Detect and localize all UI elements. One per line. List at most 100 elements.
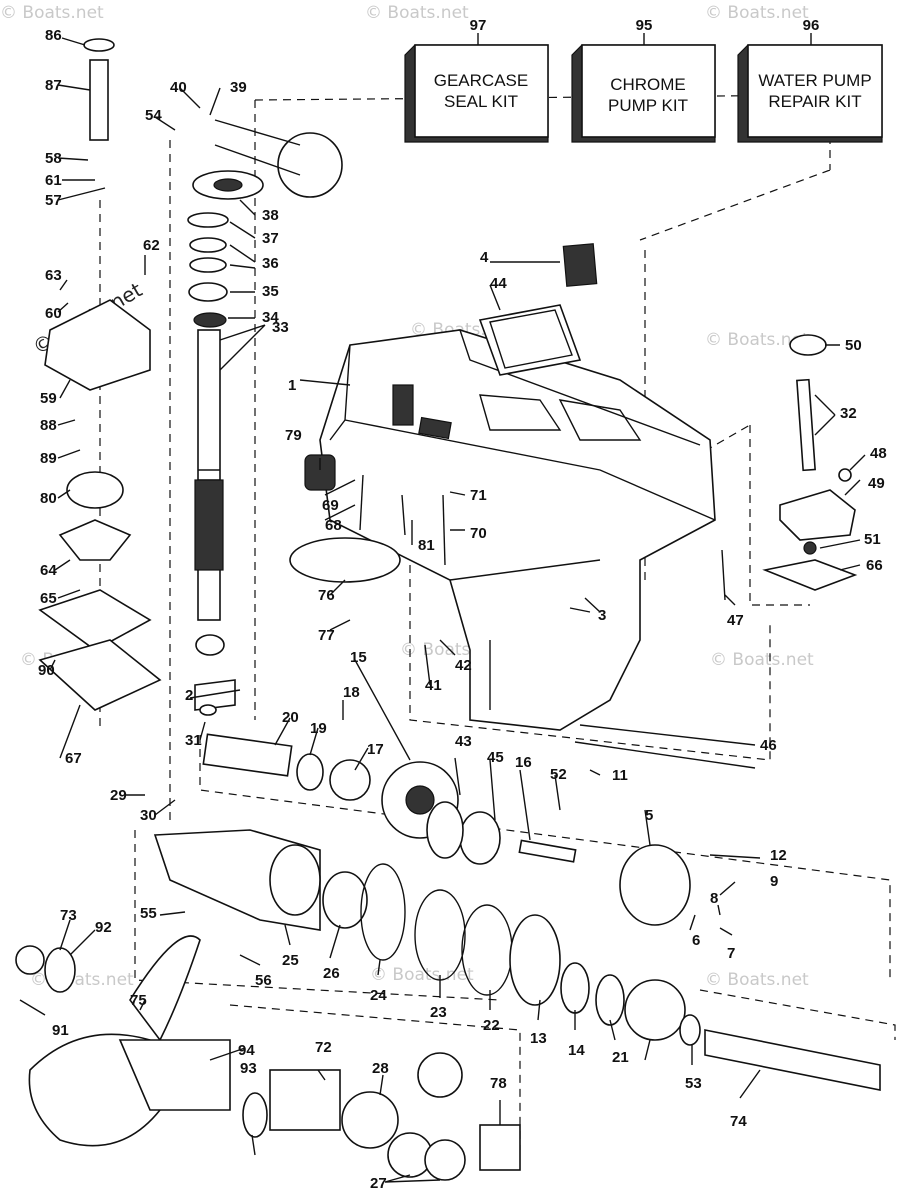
part-label-58: 58	[45, 150, 62, 167]
part-label-92: 92	[95, 919, 112, 936]
watermark-text: © Boats.net	[710, 650, 814, 670]
part-label-66: 66	[866, 557, 883, 574]
part-label-45: 45	[487, 749, 504, 766]
watermark-text: © Boats.net	[705, 970, 809, 990]
part-label-9: 9	[770, 873, 778, 890]
part-label-16: 16	[515, 754, 532, 771]
part-label-18: 18	[343, 684, 360, 701]
part-label-6: 6	[692, 932, 700, 949]
part-label-38: 38	[262, 207, 279, 224]
part-label-7: 7	[727, 945, 735, 962]
part-label-65: 65	[40, 590, 57, 607]
part-label-51: 51	[864, 531, 881, 548]
kit-number: 97	[470, 17, 487, 34]
watermark-text: © Boats.net	[705, 3, 809, 23]
part-label-91: 91	[52, 1022, 69, 1039]
part-label-74: 74	[730, 1113, 747, 1130]
part-label-42: 42	[455, 657, 472, 674]
kit-line2: PUMP KIT	[608, 96, 688, 115]
part-label-21: 21	[612, 1049, 629, 1066]
part-label-68: 68	[325, 517, 342, 534]
part-label-22: 22	[483, 1017, 500, 1034]
part-label-32: 32	[840, 405, 857, 422]
kit-box-waterpump[interactable]: 96 WATER PUMP REPAIR KIT	[737, 17, 883, 143]
part-label-86: 86	[45, 27, 62, 44]
part-label-79: 79	[285, 427, 302, 444]
part-label-43: 43	[455, 733, 472, 750]
part-label-19: 19	[310, 720, 327, 737]
part-label-13: 13	[530, 1030, 547, 1047]
part-label-5: 5	[645, 807, 653, 824]
part-label-57: 57	[45, 192, 62, 209]
part-label-31: 31	[185, 732, 202, 749]
part-label-62: 62	[143, 237, 160, 254]
part-label-24: 24	[370, 987, 387, 1004]
kit-number: 96	[803, 17, 820, 34]
parts-artwork	[15, 38, 881, 1181]
part-label-71: 71	[470, 487, 487, 504]
kit-line1: CHROME	[610, 75, 686, 94]
kit-box-chrome[interactable]: 95 CHROME PUMP KIT	[571, 17, 716, 143]
part-label-61: 61	[45, 172, 62, 189]
watermark-text: © Boats.net	[370, 965, 474, 985]
part-label-76: 76	[318, 587, 335, 604]
part-label-35: 35	[262, 283, 279, 300]
part-label-80: 80	[40, 490, 57, 507]
part-label-46: 46	[760, 737, 777, 754]
kit-line1: WATER PUMP	[758, 71, 871, 90]
watermark-text: © Boats.net	[705, 330, 809, 350]
part-label-40: 40	[170, 79, 187, 96]
part-label-73: 73	[60, 907, 77, 924]
part-label-94: 94	[238, 1042, 255, 1059]
part-label-69: 69	[322, 497, 339, 514]
part-label-17: 17	[367, 741, 384, 758]
part-label-59: 59	[40, 390, 57, 407]
part-label-87: 87	[45, 77, 62, 94]
part-label-55: 55	[140, 905, 157, 922]
part-label-78: 78	[490, 1075, 507, 1092]
part-label-52: 52	[550, 766, 567, 783]
part-label-11: 11	[612, 767, 628, 784]
part-label-34: 34	[262, 309, 279, 326]
part-label-89: 89	[40, 450, 57, 467]
part-label-20: 20	[282, 709, 299, 726]
part-label-90: 90	[38, 662, 55, 679]
part-label-70: 70	[470, 525, 487, 542]
part-label-63: 63	[45, 267, 62, 284]
part-label-39: 39	[230, 79, 247, 96]
part-label-8: 8	[710, 890, 718, 907]
kit-number: 95	[636, 17, 653, 34]
part-label-72: 72	[315, 1039, 332, 1056]
watermark-text: © Boats.net	[0, 3, 104, 23]
part-label-36: 36	[262, 255, 279, 272]
part-label-29: 29	[110, 787, 127, 804]
part-label-28: 28	[372, 1060, 389, 1077]
part-label-64: 64	[40, 562, 57, 579]
part-label-3: 3	[598, 607, 606, 624]
part-label-54: 54	[145, 107, 162, 124]
part-label-53: 53	[685, 1075, 702, 1092]
part-label-30: 30	[140, 807, 157, 824]
part-label-75: 75	[130, 992, 147, 1009]
part-label-2: 2	[185, 687, 193, 704]
part-label-67: 67	[65, 750, 82, 767]
kit-boxes: 97 GEARCASE SEAL KIT 95 CHROME PUMP KIT …	[404, 17, 883, 143]
part-label-47: 47	[727, 612, 744, 629]
kit-line1: GEARCASE	[434, 71, 528, 90]
kit-box-gearcase[interactable]: 97 GEARCASE SEAL KIT	[404, 17, 549, 143]
part-label-77: 77	[318, 627, 335, 644]
part-label-50: 50	[845, 337, 862, 354]
part-label-25: 25	[282, 952, 299, 969]
kit-line2: SEAL KIT	[444, 92, 518, 111]
part-label-12: 12	[770, 847, 787, 864]
part-label-23: 23	[430, 1004, 447, 1021]
part-label-93: 93	[240, 1060, 257, 1077]
part-label-48: 48	[870, 445, 887, 462]
gearcase-housing	[319, 329, 716, 731]
part-label-27: 27	[370, 1175, 387, 1192]
part-label-4: 4	[480, 249, 489, 266]
leader-lines	[19, 37, 866, 1183]
part-label-88: 88	[40, 417, 57, 434]
part-label-37: 37	[262, 230, 279, 247]
